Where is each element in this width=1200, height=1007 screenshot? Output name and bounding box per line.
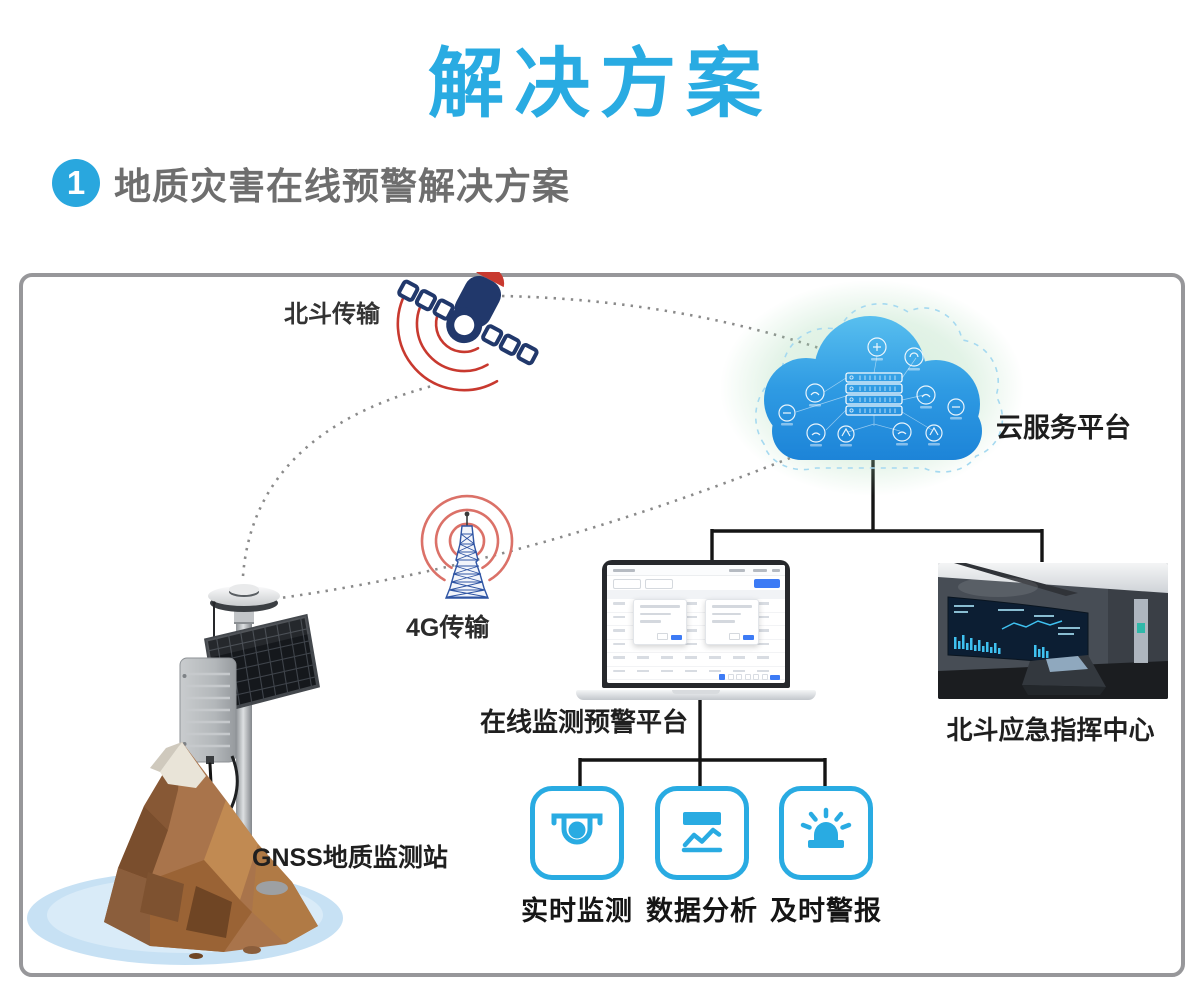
table-row xyxy=(607,615,785,626)
laptop-filter-row xyxy=(607,576,785,590)
label-4g-transmission: 4G传输 xyxy=(406,614,490,642)
dropdown-popup xyxy=(633,599,687,645)
dotted-wireless-links xyxy=(241,294,849,602)
page-title: 解决方案 xyxy=(428,42,772,127)
feature-data-analysis: 数据分析 xyxy=(636,786,768,928)
feature-label: 数据分析 xyxy=(646,896,758,926)
dotted-link-station-satellite xyxy=(241,384,433,577)
command-center-photo xyxy=(938,563,1168,699)
table-row xyxy=(607,642,785,653)
section-heading: 地质灾害在线预警解决方案 xyxy=(114,166,570,207)
camera-icon xyxy=(530,786,624,880)
siren-icon xyxy=(779,786,873,880)
laptop-base xyxy=(576,690,816,700)
solution-diagram: 北斗传输 云服务平台 4G传输 GNSS地质监测站 在线监测预警平台 北斗应急指… xyxy=(18,272,1186,978)
label-beidou-transmission: 北斗传输 xyxy=(284,301,380,328)
diagram-artwork xyxy=(19,272,1185,977)
cellular-tower-icon xyxy=(420,494,514,599)
cloud-service-icons xyxy=(778,337,965,447)
section-number-badge: 1 xyxy=(52,159,100,207)
mountain-illustration xyxy=(104,742,318,959)
laptop-navbar xyxy=(607,565,785,576)
table-header xyxy=(607,590,785,599)
laptop-primary-button xyxy=(754,578,780,588)
diagram-frame xyxy=(19,273,1185,977)
feature-label: 实时监测 xyxy=(521,896,633,926)
table-row xyxy=(607,669,785,680)
dropdown-popup xyxy=(705,599,759,645)
chart-icon xyxy=(655,786,749,880)
label-command-center: 北斗应急指挥中心 xyxy=(946,715,1155,745)
laptop-illustration xyxy=(576,560,816,700)
laptop-screen xyxy=(602,560,790,688)
section-heading-row: 1 地质灾害在线预警解决方案 xyxy=(52,156,570,210)
table-row xyxy=(607,629,785,640)
gnss-station-illustration xyxy=(27,584,343,965)
table-row xyxy=(607,602,785,613)
feature-realtime-monitoring: 实时监测 xyxy=(511,786,643,928)
gnss-antenna-icon xyxy=(208,584,280,622)
server-rack-icon xyxy=(795,355,933,433)
table-row xyxy=(607,656,785,667)
command-center-art xyxy=(938,563,1168,699)
cloud-platform-illustration xyxy=(720,280,1024,496)
beidou-satellite-icon xyxy=(396,272,539,392)
feature-timely-alert: 及时警报 xyxy=(760,786,892,928)
label-cloud-platform: 云服务平台 xyxy=(996,413,1131,443)
pagination xyxy=(719,674,780,680)
laptop-admin-table xyxy=(607,565,785,683)
feature-label: 及时警报 xyxy=(770,896,882,926)
label-gnss-station: GNSS地质监测站 xyxy=(252,844,448,872)
label-monitoring-platform: 在线监测预警平台 xyxy=(480,707,689,737)
